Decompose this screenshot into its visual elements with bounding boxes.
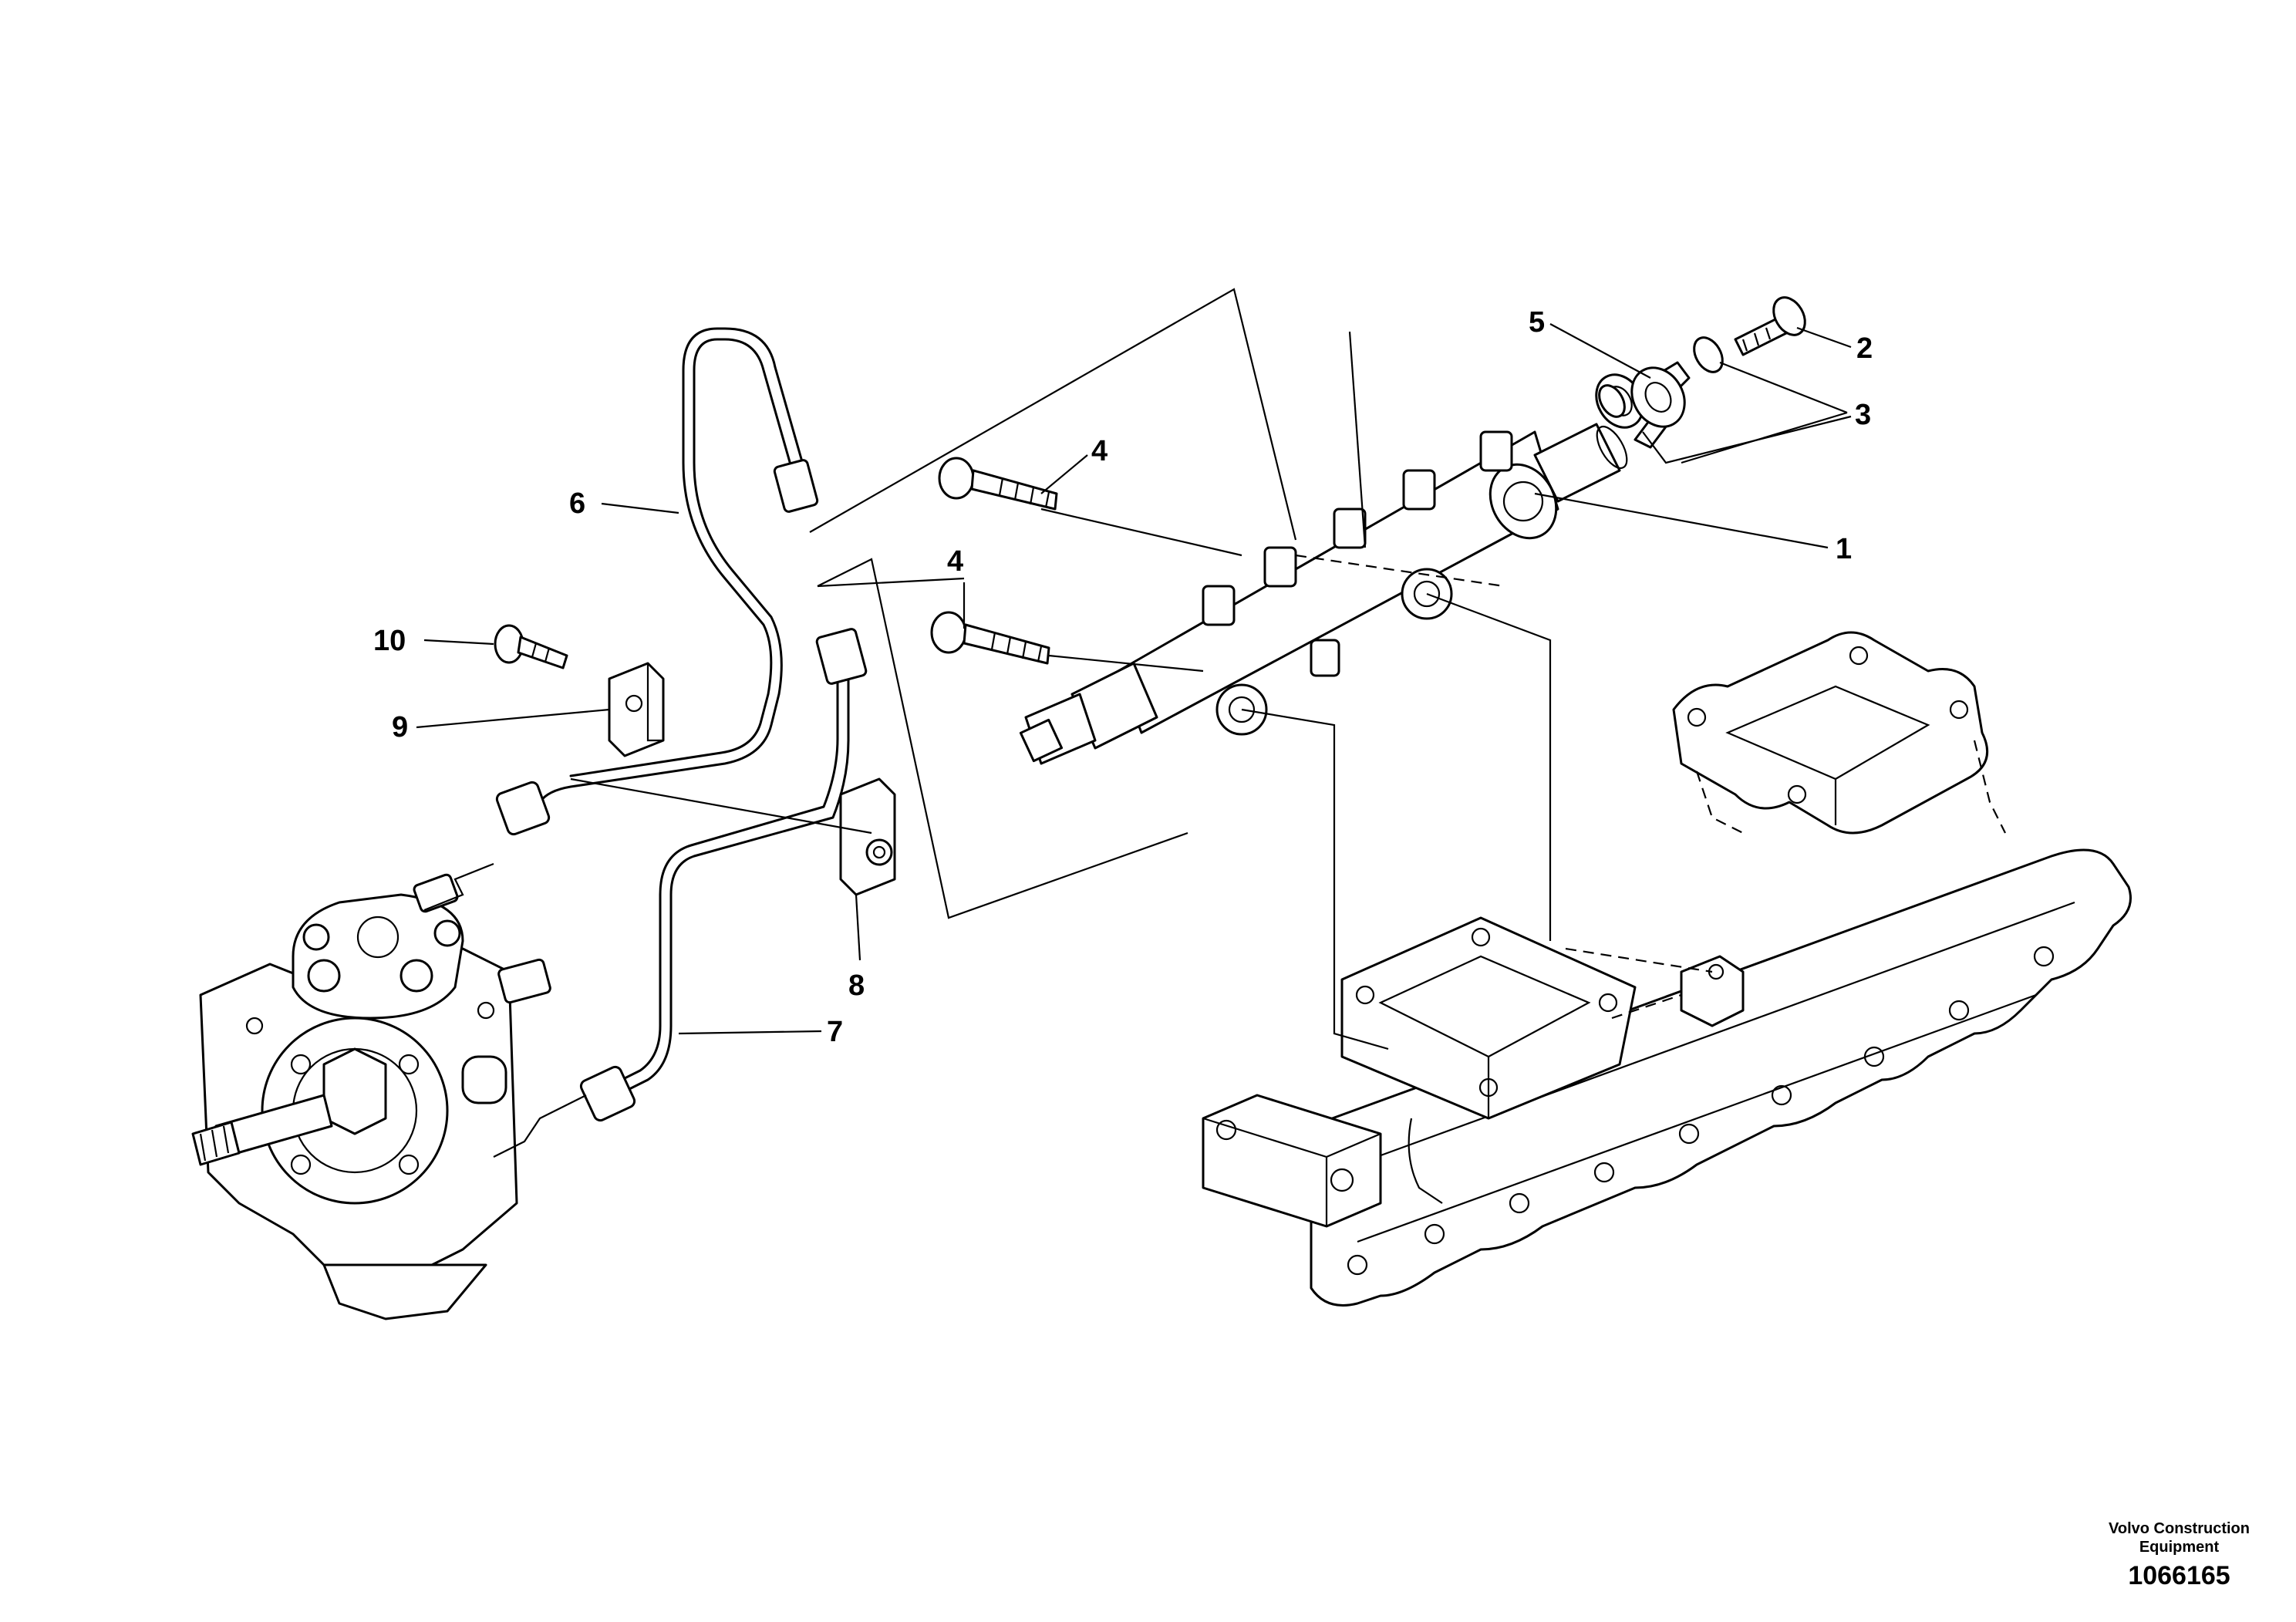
callout-1: 1: [1836, 533, 1852, 565]
callout-5: 5: [1529, 306, 1545, 339]
fuel-pipe-6: [495, 327, 819, 836]
callout-4-upper: 4: [1091, 435, 1108, 467]
fuel-pipe-7: [579, 628, 868, 1122]
callout-3: 3: [1855, 399, 1871, 431]
clamp-8: [839, 777, 896, 896]
clamp-9: [608, 662, 665, 757]
callout-10: 10: [373, 625, 406, 657]
rail-bolt-upper: [938, 457, 1058, 511]
leader-lines: [416, 323, 1852, 1035]
banjo-fitting-group: [1595, 296, 1806, 449]
intake-manifold: [1202, 631, 2132, 1307]
rail-outlets: [1202, 430, 1513, 677]
high-pressure-pump: [191, 873, 551, 1320]
fuel-rail: [1019, 423, 1628, 765]
screw-10: [494, 624, 568, 669]
brand-line-2: Equipment: [2139, 1539, 2220, 1556]
assembly-lines: [423, 288, 1852, 1158]
rail-bolt-lower: [930, 611, 1050, 665]
callout-9: 9: [392, 711, 408, 744]
callout-4-lower: 4: [947, 545, 963, 578]
callout-7: 7: [827, 1016, 843, 1048]
drawing-footer: Volvo Construction Equipment 1066165: [2109, 1519, 2250, 1591]
drawing-number: 1066165: [2128, 1561, 2230, 1590]
callout-2: 2: [1856, 332, 1873, 365]
callout-8: 8: [848, 969, 865, 1002]
callout-6: 6: [569, 487, 585, 520]
brand-line-1: Volvo Construction: [2109, 1520, 2250, 1537]
